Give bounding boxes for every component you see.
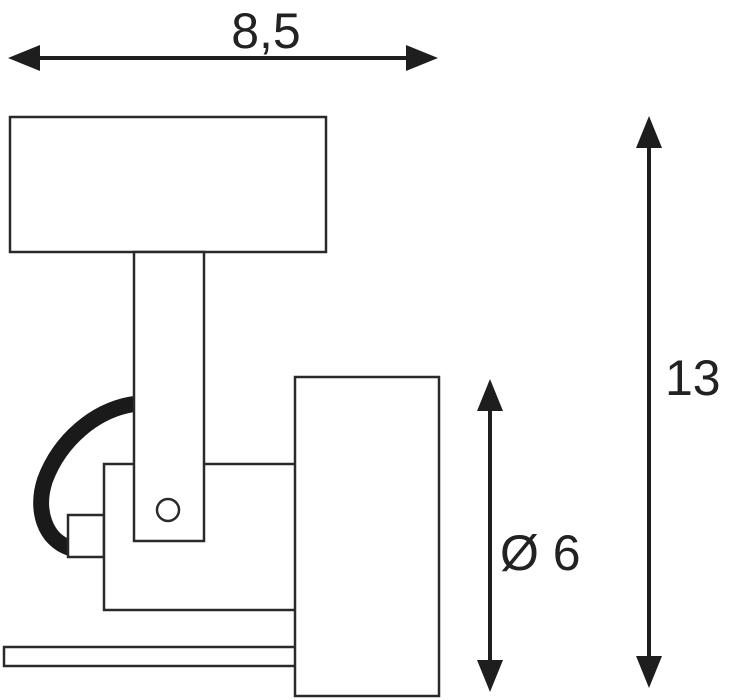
height-arrow-bottom [636,656,662,688]
width-arrow-left [8,45,40,71]
height-dimension-label: 13 [665,350,721,406]
track-rail [2,645,298,668]
diameter-arrow-top [477,379,503,411]
height-arrow-top [636,116,662,148]
diameter-arrow-bottom [477,660,503,692]
lamp-head [293,375,441,698]
width-dimension: 8,5 [8,3,438,71]
height-dimension: 13 [636,116,721,688]
diameter-dimension: Ø 6 [477,379,581,692]
diameter-dimension-label: Ø 6 [500,525,581,581]
width-dimension-label: 8,5 [231,3,301,59]
pivot-screw [155,497,181,523]
width-arrow-right [406,45,438,71]
mounting-arm [132,250,206,543]
cable-connector [66,513,106,559]
power-cable [33,396,136,556]
mounting-plate [8,115,328,254]
